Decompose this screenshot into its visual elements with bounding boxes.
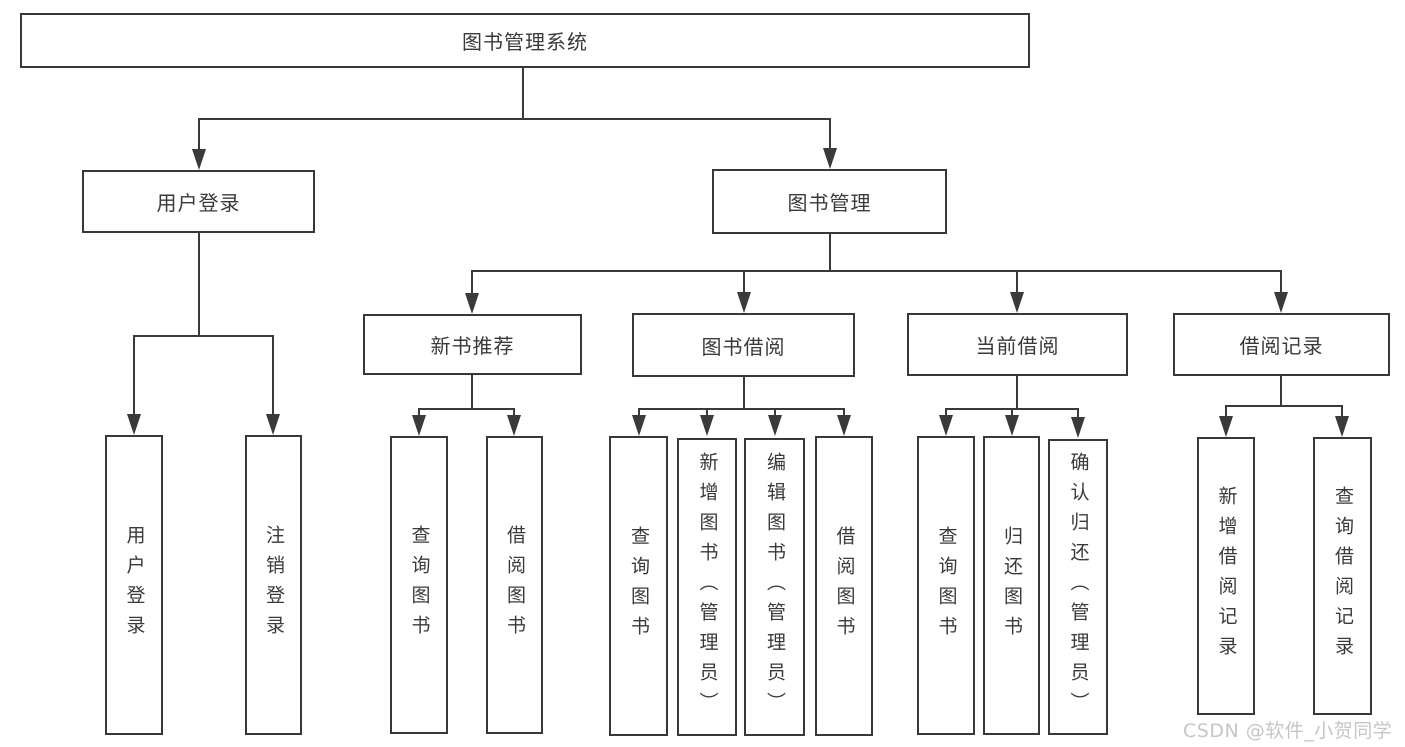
- connector-line: [522, 68, 524, 120]
- node-current-borrow: 当前借阅: [907, 313, 1128, 376]
- connector-line: [1225, 405, 1343, 407]
- node-new-book-recommend: 新书推荐: [363, 314, 582, 375]
- node-book-borrow: 图书借阅: [632, 313, 855, 377]
- leaf-recommend-query-books-label: 查询图书: [408, 525, 431, 645]
- connector-line: [418, 408, 420, 418]
- arrowhead-down-icon: [192, 149, 206, 170]
- leaf-records-add-record: 新增借阅记录: [1197, 437, 1255, 715]
- connector-line: [829, 234, 831, 272]
- csdn-watermark: CSDN @软件_小贺同学: [1183, 720, 1393, 742]
- connector-line: [1016, 376, 1018, 410]
- arrowhead-down-icon: [1005, 415, 1019, 436]
- connector-line: [513, 408, 515, 418]
- leaf-current-query-books-label: 查询图书: [935, 525, 958, 646]
- leaf-borrow-borrow-books: 借阅图书: [815, 436, 873, 736]
- arrowhead-down-icon: [507, 415, 521, 436]
- connector-line: [1016, 270, 1018, 294]
- connector-line: [133, 335, 135, 415]
- leaf-current-return-books-label: 归还图书: [1001, 525, 1023, 646]
- leaf-borrow-query-books-label: 查询图书: [628, 526, 650, 646]
- leaf-user-login-label: 用户登录: [123, 525, 146, 645]
- node-borrow-records: 借阅记录: [1173, 313, 1390, 376]
- node-user-login: 用户登录: [82, 170, 315, 233]
- connector-line: [471, 270, 473, 294]
- leaf-borrow-query-books: 查询图书: [609, 436, 668, 736]
- node-new-book-recommend-label: 新书推荐: [430, 334, 515, 358]
- leaf-records-query-record-label: 查询借阅记录: [1332, 486, 1354, 666]
- connector-line: [638, 408, 640, 418]
- connector-line: [418, 408, 515, 410]
- leaf-borrow-borrow-books-label: 借阅图书: [833, 526, 856, 646]
- leaf-logout-label: 注销登录: [263, 525, 285, 645]
- connector-line: [198, 118, 200, 151]
- connector-line: [743, 377, 745, 410]
- arrowhead-down-icon: [737, 292, 751, 313]
- connector-line: [843, 408, 845, 418]
- leaf-borrow-edit-books-admin-label: 编辑图书（管理员）: [764, 452, 786, 722]
- connector-line: [945, 408, 947, 418]
- leaf-borrow-edit-books-admin: 编辑图书（管理员）: [744, 438, 805, 736]
- leaf-current-query-books: 查询图书: [917, 436, 975, 735]
- connector-line: [198, 233, 200, 337]
- arrowhead-down-icon: [465, 293, 479, 314]
- arrowhead-down-icon: [939, 415, 953, 436]
- leaf-borrow-add-books-admin: 新增图书（管理员）: [677, 438, 737, 736]
- connector-line: [743, 270, 745, 294]
- node-user-login-label: 用户登录: [156, 191, 241, 215]
- node-current-borrow-label: 当前借阅: [975, 334, 1060, 358]
- connector-line: [1280, 376, 1282, 407]
- connector-line: [1011, 408, 1013, 418]
- arrowhead-down-icon: [1274, 292, 1288, 313]
- node-borrow-records-label: 借阅记录: [1239, 334, 1324, 358]
- leaf-current-confirm-return-admin: 确认归还（管理员）: [1048, 439, 1108, 735]
- arrowhead-down-icon: [823, 148, 837, 169]
- arrowhead-down-icon: [700, 415, 714, 436]
- connector-line: [706, 408, 708, 418]
- connector-line: [829, 118, 831, 151]
- leaf-user-login: 用户登录: [105, 435, 163, 735]
- arrowhead-down-icon: [837, 415, 851, 436]
- connector-line: [133, 335, 274, 337]
- connector-line: [272, 335, 274, 415]
- connector-line: [1280, 270, 1282, 294]
- leaf-current-return-books: 归还图书: [983, 436, 1040, 735]
- arrowhead-down-icon: [1219, 416, 1233, 437]
- arrowhead-down-icon: [632, 415, 646, 436]
- leaf-records-query-record: 查询借阅记录: [1313, 437, 1372, 715]
- connector-line: [774, 408, 776, 418]
- leaf-recommend-borrow-books-label: 借阅图书: [504, 525, 526, 645]
- arrowhead-down-icon: [266, 414, 280, 435]
- leaf-logout: 注销登录: [245, 435, 302, 735]
- node-book-management: 图书管理: [712, 169, 947, 234]
- node-book-management-label: 图书管理: [787, 191, 872, 215]
- leaf-records-add-record-label: 新增借阅记录: [1215, 486, 1238, 666]
- arrowhead-down-icon: [1010, 292, 1024, 313]
- node-root: 图书管理系统: [20, 13, 1030, 68]
- connector-line: [1077, 408, 1079, 418]
- connector-line: [1341, 405, 1343, 417]
- leaf-borrow-add-books-admin-label: 新增图书（管理员）: [696, 452, 719, 722]
- connector-line: [471, 270, 1282, 272]
- arrowhead-down-icon: [412, 415, 426, 436]
- connector-line: [471, 375, 473, 410]
- connector-line: [1225, 405, 1227, 417]
- leaf-current-confirm-return-admin-label: 确认归还（管理员）: [1067, 452, 1090, 722]
- node-root-label: 图书管理系统: [462, 30, 588, 54]
- node-book-borrow-label: 图书借阅: [701, 334, 786, 359]
- arrowhead-down-icon: [1335, 416, 1349, 437]
- leaf-recommend-borrow-books: 借阅图书: [486, 436, 543, 734]
- leaf-recommend-query-books: 查询图书: [390, 436, 448, 734]
- arrowhead-down-icon: [768, 415, 782, 436]
- arrowhead-down-icon: [1071, 417, 1085, 438]
- connector-line: [198, 118, 831, 120]
- arrowhead-down-icon: [127, 414, 141, 435]
- connector-line: [638, 408, 845, 410]
